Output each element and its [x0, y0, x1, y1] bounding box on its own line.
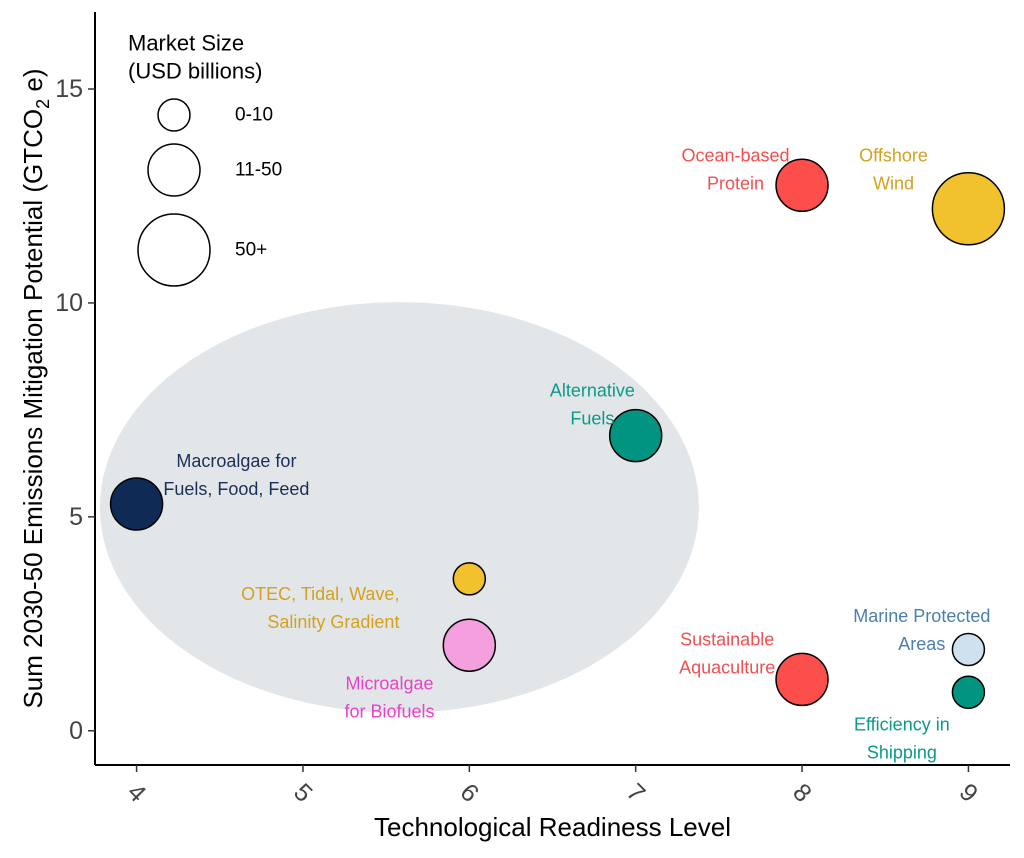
x-tick-label: 4	[122, 778, 152, 808]
x-tick-label: 5	[288, 778, 318, 808]
point-label: Salinity Gradient	[267, 612, 399, 632]
point-label: Alternative	[550, 381, 635, 401]
x-tick-label: 9	[954, 778, 984, 808]
point-label: Offshore	[859, 145, 928, 165]
legend: Market Size (USD billions) 0-10 11-50 50+	[128, 31, 282, 287]
data-point	[775, 652, 829, 707]
point-label: Areas	[898, 634, 945, 654]
data-point	[109, 477, 164, 531]
point-label: Marine Protected	[853, 606, 990, 626]
y-axis-title-main: Sum 2030-50 Emissions Mitigation Potenti…	[18, 109, 48, 709]
data-point	[452, 562, 487, 596]
x-tick-label: 7	[621, 778, 651, 808]
legend-size-circle	[157, 98, 191, 132]
legend-title: Market Size	[128, 31, 244, 56]
legend-label: 50+	[235, 240, 267, 261]
x-axis-title: Technological Readiness Level	[374, 812, 731, 842]
axis-titles-layer: Technological Readiness Level Sum 2030-50…	[18, 68, 731, 842]
point-label: Ocean-based	[681, 145, 789, 165]
legend-size-circle	[137, 213, 211, 287]
point-label: Aquaculture	[679, 658, 775, 678]
highlight-ellipse	[99, 302, 699, 713]
data-point	[951, 632, 986, 667]
point-label: for Biofuels	[344, 702, 434, 722]
y-axis-title-subscript: 2	[33, 99, 53, 109]
point-label: OTEC, Tidal, Wave,	[241, 584, 399, 604]
highlight-region-layer	[99, 302, 699, 713]
data-point	[775, 158, 829, 213]
y-tick-label: 15	[55, 75, 83, 103]
x-tick-label: 8	[787, 778, 817, 808]
y-tick-label: 5	[69, 503, 83, 531]
legend-title: (USD billions)	[128, 59, 262, 84]
point-label: Fuels, Food, Feed	[163, 479, 309, 499]
point-label: Microalgae	[345, 674, 433, 694]
y-axis-title: Sum 2030-50 Emissions Mitigation Potenti…	[18, 68, 53, 708]
x-tick-label: 6	[455, 778, 485, 808]
point-label: Efficiency in	[854, 714, 950, 734]
data-points-layer	[109, 158, 1006, 710]
data-point	[951, 675, 986, 710]
y-tick-label: 0	[69, 717, 83, 745]
point-label: Fuels	[570, 409, 614, 429]
point-label: Sustainable	[680, 630, 774, 650]
y-tick-label: 10	[55, 289, 83, 317]
data-point	[931, 172, 1006, 246]
point-label: Protein	[707, 173, 764, 193]
legend-label: 11-50	[235, 160, 282, 181]
y-axis-title-end: e)	[18, 68, 48, 98]
point-label: Macroalgae for	[176, 451, 296, 471]
point-label: Shipping	[867, 742, 937, 762]
legend-label: 0-10	[235, 105, 273, 126]
data-point	[608, 408, 663, 463]
legend-size-circle	[147, 143, 201, 197]
point-label: Wind	[873, 173, 914, 193]
data-point	[442, 618, 497, 672]
